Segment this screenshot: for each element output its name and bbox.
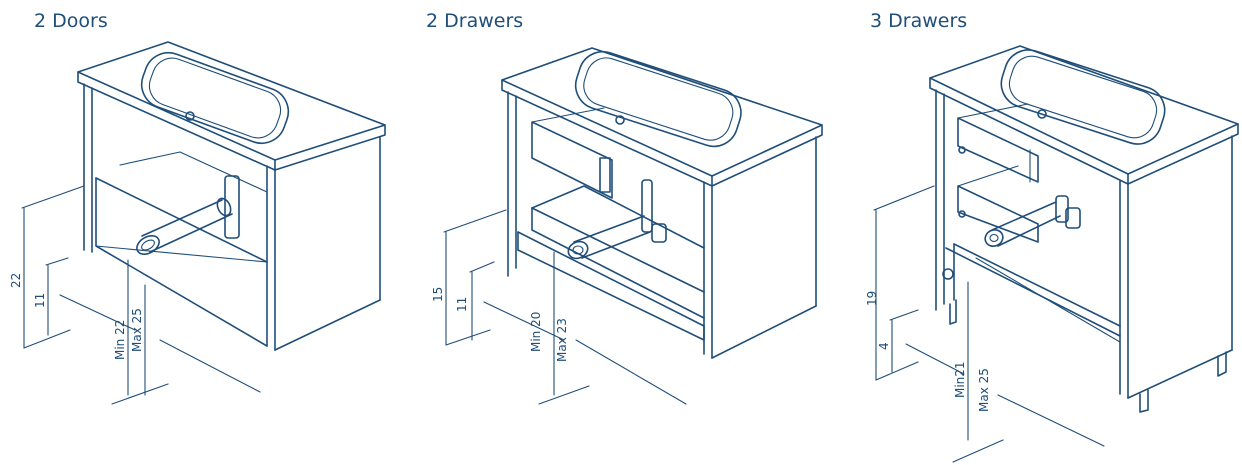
panel-title: 2 Drawers <box>426 10 524 32</box>
dim-max-label: Max 25 <box>130 308 144 352</box>
dim-height-label: 22 <box>9 273 23 288</box>
panel-title: 2 Doors <box>34 10 108 32</box>
cabinet-outline <box>443 47 823 405</box>
cabinet-outline <box>873 45 1239 463</box>
dim-trap-label: 11 <box>455 297 469 312</box>
dim-max-label: Max 25 <box>977 368 991 412</box>
dim-min-label: Min21 <box>953 361 967 398</box>
dim-min-label: Min 20 <box>529 312 543 352</box>
panel-2-drawers: 2 Drawers <box>414 0 828 465</box>
dim-min-label: Min 22 <box>113 320 127 360</box>
cabinet-outline <box>21 41 386 405</box>
dim-trap-label: 4 <box>877 342 891 350</box>
panel-2-doors: 2 Doors <box>0 0 414 465</box>
dim-trap-label: 11 <box>33 293 47 308</box>
dim-max-label: Max 23 <box>555 318 569 362</box>
panel-title: 3 Drawers <box>870 10 968 32</box>
dim-height-label: 15 <box>431 287 445 302</box>
dim-height-label: 19 <box>865 291 879 306</box>
vanity-3-drawers-diagram: 19 4 Min21 Max 25 <box>865 45 1239 463</box>
vanity-2-doors-diagram: 22 11 Min 22 Max 25 <box>9 41 386 405</box>
vanity-2-drawers-diagram: 15 11 Min 20 Max 23 <box>431 47 823 405</box>
panel-3-drawers: 3 Drawers <box>828 0 1242 465</box>
